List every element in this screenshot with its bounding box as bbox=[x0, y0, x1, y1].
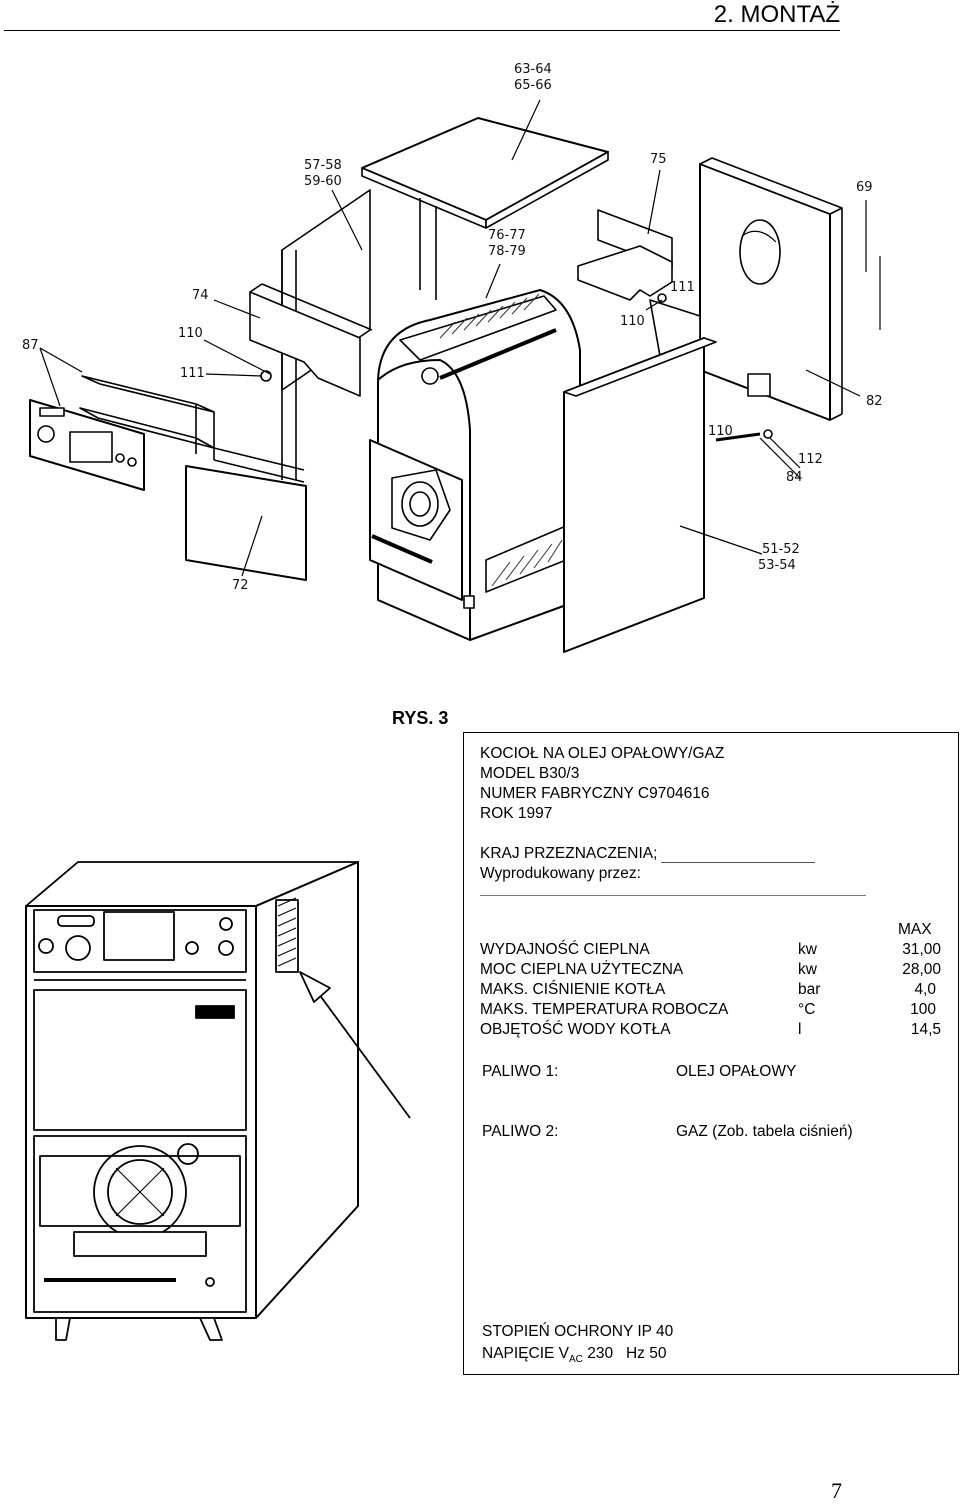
plate-line: KOCIOŁ NA OLEJ OPAŁOWY/GAZ bbox=[480, 745, 725, 762]
spec-value: 100 bbox=[910, 1001, 936, 1018]
spec-label: WYDAJNOŚĆ CIEPLNA bbox=[480, 941, 650, 958]
voltage-rest: 230 Hz 50 bbox=[582, 1345, 667, 1362]
fuel-2-label: PALIWO 2: bbox=[482, 1123, 559, 1140]
part-label: 110 bbox=[708, 424, 733, 439]
voltage-sub: AC bbox=[569, 1354, 583, 1366]
manufacturer: Wyprodukowany przez: bbox=[480, 865, 641, 882]
voltage-prefix: NAPIĘCIE V bbox=[482, 1345, 569, 1362]
section-title: 2. MONTAŻ bbox=[713, 1, 840, 28]
voltage: NAPIĘCIE VAC 230 Hz 50 bbox=[482, 1345, 666, 1365]
part-label: 75 bbox=[650, 152, 667, 167]
part-label: 59-60 bbox=[304, 174, 342, 189]
part-label: 53-54 bbox=[758, 558, 796, 573]
fuel-2-value: GAZ (Zob. tabela ciśnień) bbox=[676, 1123, 853, 1140]
spec-label: MAKS. CIŚNIENIE KOTŁA bbox=[480, 981, 666, 998]
figure-label: RYS. 3 bbox=[392, 708, 449, 728]
part-label: 72 bbox=[232, 578, 249, 593]
part-label: 78-79 bbox=[488, 244, 526, 259]
spec-label: OBJĘTOŚĆ WODY KOTŁA bbox=[480, 1021, 671, 1038]
spec-value: 28,00 bbox=[902, 961, 941, 978]
spec-value: 31,00 bbox=[902, 941, 941, 958]
page-number: 7 bbox=[831, 1478, 842, 1503]
manufacturer-line bbox=[480, 895, 866, 896]
plate-line: NUMER FABRYCZNY C9704616 bbox=[480, 785, 710, 802]
fuel-1-value: OLEJ OPAŁOWY bbox=[676, 1063, 797, 1080]
part-label: 110 bbox=[620, 314, 645, 329]
part-label: 63-64 bbox=[514, 62, 552, 77]
part-label: 76-77 bbox=[488, 228, 526, 243]
header-rule bbox=[4, 30, 840, 31]
fuel-1-label: PALIWO 1: bbox=[482, 1063, 559, 1080]
spec-value: 4,0 bbox=[914, 981, 936, 998]
part-label: 51-52 bbox=[762, 542, 800, 557]
max-header: MAX bbox=[898, 921, 932, 938]
plate-line: MODEL B30/3 bbox=[480, 765, 580, 782]
spec-unit: kw bbox=[798, 961, 817, 978]
spec-label: MOC CIEPLNA UŻYTECZNA bbox=[480, 961, 684, 978]
spec-unit: l bbox=[798, 1021, 802, 1038]
spec-unit: °C bbox=[798, 1001, 816, 1018]
part-label: 65-66 bbox=[514, 78, 552, 93]
part-label: 74 bbox=[192, 288, 209, 303]
part-label: 111 bbox=[180, 366, 205, 381]
part-label: 84 bbox=[786, 470, 803, 485]
part-label: 82 bbox=[866, 394, 883, 409]
rating-plate: KOCIOŁ NA OLEJ OPAŁOWY/GAZ MODEL B30/3 N… bbox=[463, 732, 959, 1375]
part-label: 57-58 bbox=[304, 158, 342, 173]
destination-country: KRAJ PRZEZNACZENIA; bbox=[480, 845, 816, 863]
spec-label: MAKS. TEMPERATURA ROBOCZA bbox=[480, 1001, 729, 1018]
destination-country-label: KRAJ PRZEZNACZENIA; bbox=[480, 845, 658, 862]
plate-line: ROK 1997 bbox=[480, 805, 553, 822]
spec-unit: bar bbox=[798, 981, 821, 998]
part-label: 111 bbox=[670, 280, 695, 295]
spec-value: 14,5 bbox=[910, 1021, 941, 1038]
part-label: 69 bbox=[856, 180, 873, 195]
part-label: 87 bbox=[22, 338, 39, 353]
protection-rating: STOPIEŃ OCHRONY IP 40 bbox=[482, 1323, 674, 1340]
part-label: 112 bbox=[798, 452, 823, 467]
spec-unit: kw bbox=[798, 941, 817, 958]
part-label: 110 bbox=[178, 326, 203, 341]
